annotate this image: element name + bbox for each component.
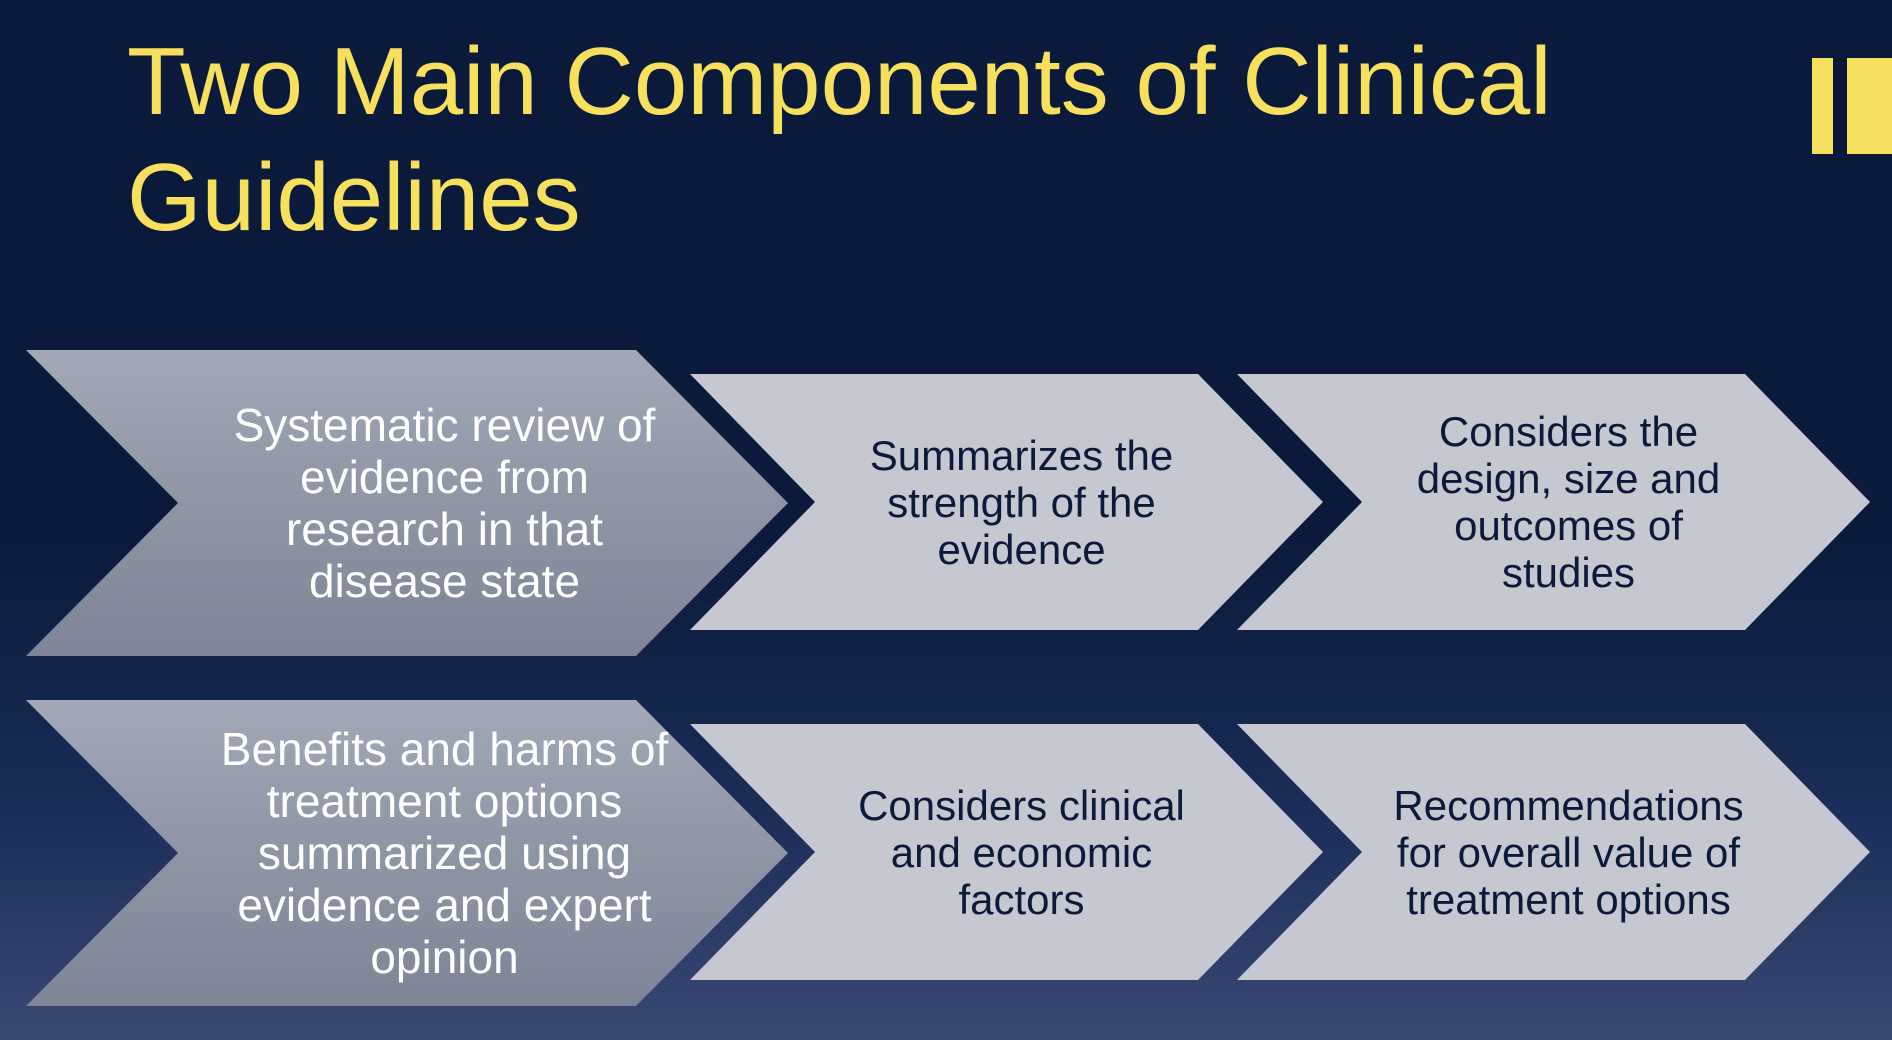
chevron-systematic-review: Systematic review of evidence from resea… [26,350,788,656]
chevron-study-design: Considers the design, size and outcomes … [1237,374,1870,630]
chevron-recommendations: Recommendations for overall value of tre… [1237,724,1870,980]
slide-title: Two Main Components of Clinical Guidelin… [127,28,1552,251]
chevron-label: Considers clinical and economic factors [858,781,1185,923]
chevron-label: Considers the design, size and outcomes … [1416,408,1721,596]
chevron-label: Benefits and harms of treatment options … [220,723,669,983]
accent-bar-thick [1847,58,1892,154]
chevron-label: Summarizes the strength of the evidence [869,431,1174,573]
chevron-label: Recommendations for overall value of tre… [1393,781,1744,923]
chevron-benefits-harms: Benefits and harms of treatment options … [26,700,788,1006]
accent-bar-thin [1812,58,1833,154]
chevron-label: Systematic review of evidence from resea… [233,399,656,607]
